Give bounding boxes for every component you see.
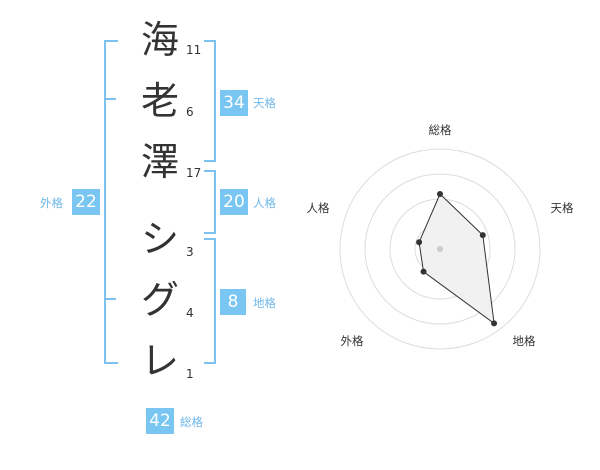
radar-grid-ring-2 (364, 173, 516, 325)
radar-point-2 (479, 232, 486, 239)
radar-label-soukaku: 総格 (429, 123, 452, 137)
radar-point-5 (416, 239, 423, 246)
radar-grid-ring-1 (339, 148, 541, 350)
stroke-count-3: 17 (186, 166, 202, 180)
soukaku-label: 総格 (180, 415, 203, 429)
jinkaku-value: 20 (220, 189, 248, 215)
jinkaku-label: 人格 (253, 196, 276, 210)
radar-point-1 (437, 191, 443, 197)
gaikaku-value: 22 (72, 189, 100, 215)
stroke-count-2: 6 (186, 105, 194, 119)
radar-label-chikaku: 地格 (513, 334, 536, 348)
chikaku-label: 地格 (253, 296, 276, 310)
stroke-count-6: 1 (186, 367, 194, 381)
gaikaku-bracket (104, 40, 118, 364)
tenkaku-label: 天格 (253, 96, 276, 110)
name-char-5: グ (140, 278, 179, 322)
radar-point-3 (491, 320, 498, 327)
name-char-4: シ (140, 217, 179, 261)
stroke-count-4: 3 (186, 245, 194, 259)
chikaku-bracket (204, 238, 216, 364)
radar-label-gaikaku: 外格 (341, 334, 364, 348)
stroke-count-5: 4 (186, 306, 194, 320)
stroke-count-1: 11 (186, 43, 202, 57)
radar-points (416, 191, 498, 327)
tenkaku-value: 34 (220, 90, 248, 116)
gaikaku-bracket-tick-2 (104, 298, 116, 300)
radar-center-dot (437, 246, 443, 252)
soukaku-value: 42 (146, 408, 174, 434)
name-char-1: 海 (140, 18, 179, 62)
radar-point-4 (420, 268, 427, 275)
radar-label-tenkaku: 天格 (551, 201, 574, 215)
gaikaku-label: 外格 (40, 196, 63, 210)
name-char-6: レ (140, 339, 179, 383)
radar-label-jinkaku: 人格 (307, 201, 330, 215)
name-char-3: 澤 (140, 140, 179, 184)
radar-polygon (418, 193, 495, 325)
chikaku-value: 8 (220, 289, 246, 315)
tenkaku-bracket (204, 40, 216, 162)
name-char-2: 老 (140, 79, 179, 123)
jinkaku-bracket (204, 170, 216, 234)
gaikaku-bracket-tick-1 (104, 98, 116, 100)
